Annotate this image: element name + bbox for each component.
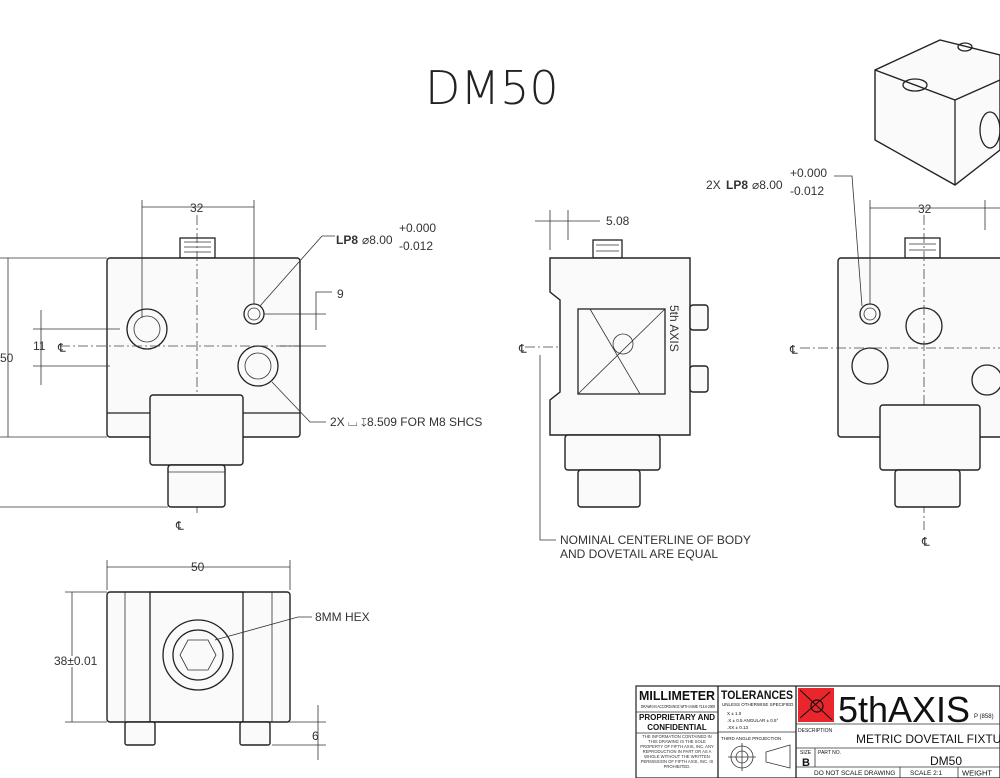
proprietary: PROPRIETARY AND CONFIDENTIAL xyxy=(638,713,715,732)
tolerance-2: .X ± 0.5 ANGULAR ± 0.5° xyxy=(727,718,778,723)
dim-32: 32 xyxy=(918,202,932,216)
pin-callout: LP8 xyxy=(336,233,358,247)
front-view: 32 50 11 ℄ ℄ 9 LP8 ⌀8.00 +0.000 -0.012 2… xyxy=(0,200,482,533)
threaded-stud xyxy=(904,237,941,259)
dim-9: 9 xyxy=(337,287,344,301)
dim-32: 32 xyxy=(190,201,204,215)
drawn-note: DRAWN IN ACCORDANCE WITH ASME Y14.5-2009 xyxy=(641,704,715,709)
confidential-note: THE INFORMATION CONTAINED IN THIS DRAWIN… xyxy=(640,734,714,769)
projection-label: THIRD ANGLE PROJECTION xyxy=(721,736,781,741)
dim-50: 50 xyxy=(0,351,14,365)
dovetail-block xyxy=(564,434,661,471)
no-scale-note: DO NOT SCALE DRAWING xyxy=(814,770,895,777)
pin-diameter: ⌀8.00 xyxy=(362,233,393,247)
pin-callout-prefix: 2X xyxy=(706,178,721,192)
hex-note: 8MM HEX xyxy=(315,610,370,624)
scale: SCALE 2:1 xyxy=(910,770,943,777)
units: MILLIMETER xyxy=(639,688,716,703)
tolerances-note: UNLESS OTHERWISE SPECIFIED xyxy=(722,702,794,707)
centerline-symbol: ℄ xyxy=(175,519,184,533)
logo-text: 5th AXIS xyxy=(667,305,681,352)
hole-callout: 2X ⌴ ↧8.509 FOR M8 SHCS xyxy=(330,415,482,429)
description: METRIC DOVETAIL FIXTURE, xyxy=(856,732,1000,746)
dovetail-post xyxy=(894,469,961,508)
centerline-symbol: ℄ xyxy=(57,341,66,355)
bottom-view: 50 38±0.01 8MM HEX 6 xyxy=(52,560,370,760)
size-label: SIZE xyxy=(800,750,812,756)
side-view: 5th AXIS ℄ 5.08 NOMINAL CENTERLINE OF BO… xyxy=(518,210,751,561)
dim-11: 11 xyxy=(33,339,46,353)
tolerances-label: TOLERANCES xyxy=(721,688,793,702)
company-logo: 5thAXIS xyxy=(838,689,970,730)
part-no-label: PART NO. xyxy=(818,750,841,756)
dim-38: 38±0.01 xyxy=(54,654,98,668)
threaded-stud xyxy=(592,239,623,259)
tolerance-3: .XX ± 0.13 xyxy=(727,725,748,730)
fixture-body xyxy=(106,591,291,723)
bolt-hole xyxy=(126,308,168,350)
note-line-1: NOMINAL CENTERLINE OF BODY xyxy=(560,533,751,547)
note-line-2: AND DOVETAIL ARE EQUAL xyxy=(560,547,718,561)
centerline-symbol: ℄ xyxy=(789,343,798,357)
pin-callout: LP8 xyxy=(726,178,748,192)
right-view: ℄ ℄ 32 2X LP8 ⌀8.00 +0.000 -0.012 xyxy=(706,166,1000,549)
threaded-stud xyxy=(179,237,216,259)
size: B xyxy=(802,757,810,769)
weight-label: WEIGHT xyxy=(962,769,992,778)
phone: P (858) xyxy=(974,714,994,720)
dovetail-block xyxy=(879,404,981,471)
description-label: DESCRIPTION xyxy=(798,728,833,734)
logo-plate xyxy=(577,308,666,395)
tolerance-minus: -0.012 xyxy=(790,184,824,198)
tolerance-plus: +0.000 xyxy=(399,221,436,235)
centerline-symbol: ℄ xyxy=(518,342,527,356)
part-no: DM50 xyxy=(930,754,962,768)
dovetail-post xyxy=(167,464,226,508)
tolerance-1: X ± 1.0 xyxy=(727,711,742,716)
drawing-title: DM50 xyxy=(425,61,559,115)
isometric-view xyxy=(874,39,1000,186)
dim-50: 50 xyxy=(191,560,205,574)
dovetail-block xyxy=(149,394,244,466)
dim-6: 6 xyxy=(312,729,319,743)
tolerance-plus: +0.000 xyxy=(790,166,827,180)
dovetail-post xyxy=(577,469,641,508)
pin-diameter: ⌀8.00 xyxy=(752,178,783,192)
dim-5.08: 5.08 xyxy=(606,214,630,228)
tolerance-minus: -0.012 xyxy=(399,239,433,253)
centerline-symbol: ℄ xyxy=(921,535,930,549)
title-block: MILLIMETER DRAWN IN ACCORDANCE WITH ASME… xyxy=(635,685,1000,778)
